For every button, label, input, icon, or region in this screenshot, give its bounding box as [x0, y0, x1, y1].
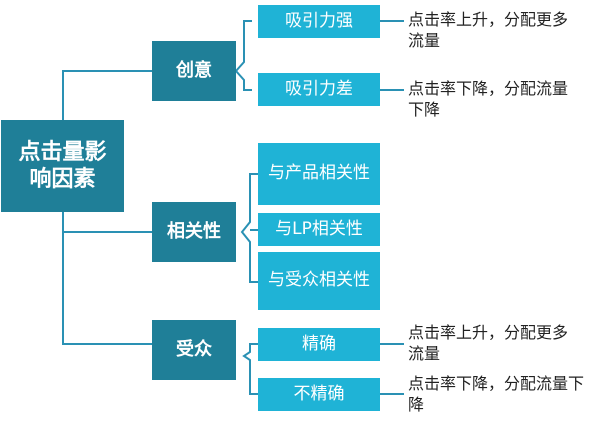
item-product-relevance: 与产品相关性 — [258, 143, 380, 205]
item-precise: 精确 — [258, 328, 380, 361]
brace-relevance — [240, 173, 258, 283]
category-creative: 创意 — [152, 41, 236, 101]
brace-creative — [234, 20, 252, 91]
brace-audience — [242, 343, 258, 395]
note-strong-appeal: 点击率上升，分配更多流量 — [408, 10, 569, 50]
item-lp-relevance: 与LP相关性 — [258, 213, 380, 246]
root-connector — [62, 70, 152, 120]
category-audience: 受众 — [152, 320, 236, 380]
root-connector — [62, 212, 152, 345]
item-weak-appeal: 吸引力差 — [258, 73, 380, 106]
category-relevance: 相关性 — [152, 202, 236, 262]
note-precise: 点击率上升，分配更多流量 — [408, 323, 569, 363]
note-weak-appeal: 点击率下降，分配流量下降 — [408, 79, 569, 119]
note-imprecise: 点击率下降，分配流量下降 — [408, 374, 585, 414]
item-audience-relevance: 与受众相关性 — [258, 252, 380, 310]
item-imprecise: 不精确 — [258, 378, 380, 411]
root-node: 点击量影响因素 — [1, 120, 124, 212]
item-strong-appeal: 吸引力强 — [258, 5, 380, 38]
